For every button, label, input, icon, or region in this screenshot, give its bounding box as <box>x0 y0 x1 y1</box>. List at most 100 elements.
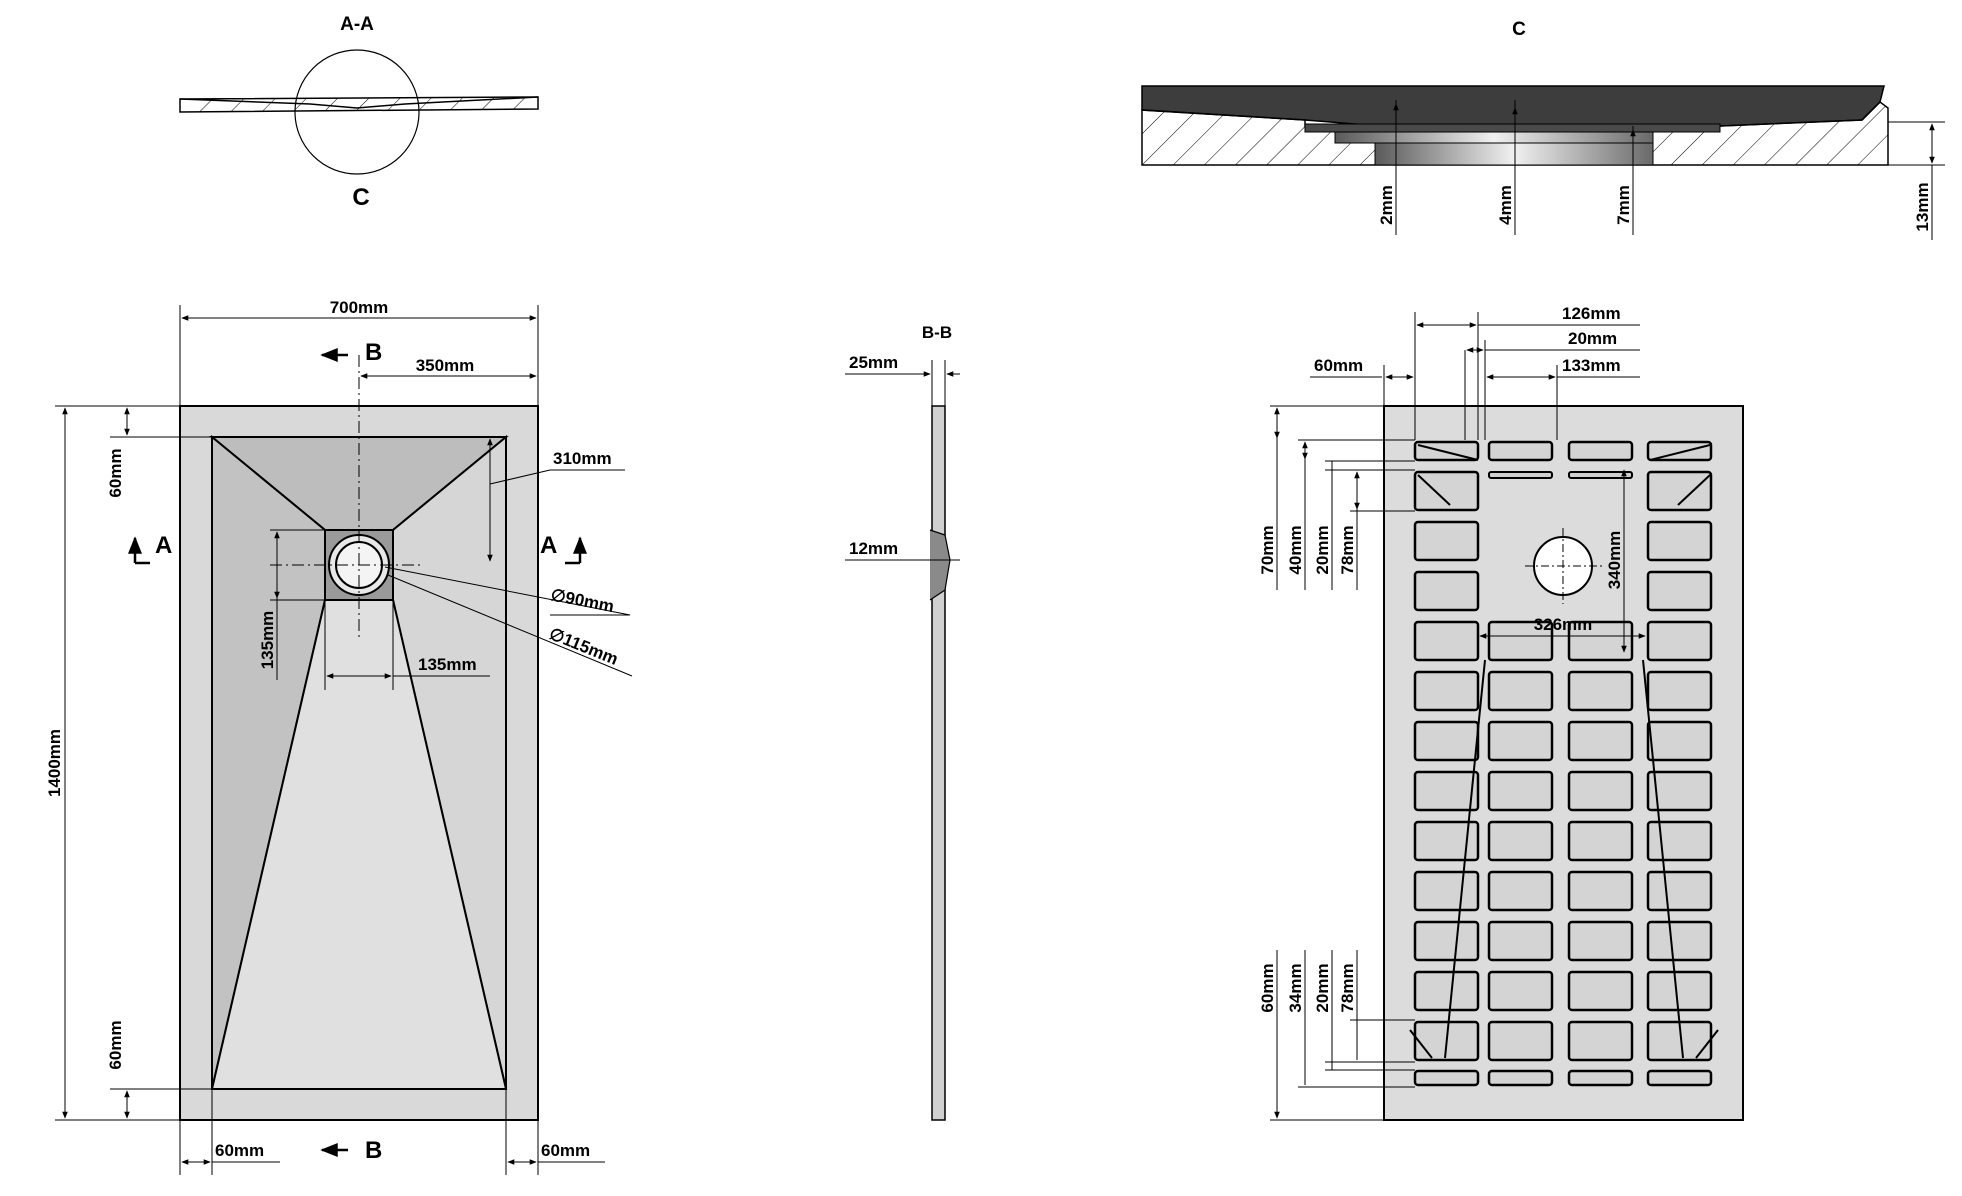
grid-cell <box>1413 870 1480 912</box>
grid-cell <box>1567 670 1634 712</box>
bottom-view: 126mm 20mm 133mm 60mm 70mm 40mm 20mm 78m… <box>1258 304 1744 1121</box>
grid-cell <box>1646 520 1713 562</box>
slope-line <box>1677 474 1711 506</box>
cut-b-bottom: B <box>365 1137 382 1164</box>
grid-cell <box>1487 770 1554 812</box>
dim-bottom-20: 20mm <box>1568 329 1617 348</box>
section-bb-drain <box>929 529 951 601</box>
dim-bottom-left-60: 60mm <box>1314 356 1363 375</box>
dim-upper-40: 40mm <box>1286 525 1305 574</box>
grid-cell <box>1413 470 1480 512</box>
grid-cell <box>1413 570 1480 612</box>
detail-c-title: C <box>1512 19 1526 40</box>
detail-c-callout-circle <box>294 49 420 175</box>
grid-cell <box>1487 1020 1554 1062</box>
grid-cell <box>1567 440 1634 462</box>
bottom-outline <box>1383 405 1744 1121</box>
dim-bb-thickness: 25mm <box>849 353 898 372</box>
section-bb-profile <box>931 405 946 1121</box>
grid-cell <box>1567 620 1634 662</box>
grid-cell <box>1487 870 1554 912</box>
section-bb-title: B-B <box>922 323 952 342</box>
grid-cell <box>1487 1069 1554 1087</box>
section-aa-title: A-A <box>340 14 374 35</box>
dim-c-13mm: 13mm <box>1913 182 1932 231</box>
dim-right-border: 60mm <box>541 1141 590 1160</box>
grid-cell <box>1567 920 1634 962</box>
dim-bottom-border: 60mm <box>106 1020 125 1069</box>
detail-c-drain-flange <box>1304 123 1721 133</box>
slope-line <box>1649 444 1711 461</box>
bottom-grid <box>1409 440 1719 1087</box>
grid-cell <box>1567 1020 1634 1062</box>
section-aa-profile <box>179 96 539 113</box>
grid-cell <box>1646 870 1713 912</box>
grid-cell <box>1487 970 1554 1012</box>
section-bb-view: B-B 25mm 12mm <box>845 323 960 1121</box>
dim-drain-box-w: 135mm <box>418 655 477 674</box>
grid-cell <box>1413 1069 1480 1087</box>
dim-lower-60: 60mm <box>1258 963 1277 1012</box>
grid-cell <box>1487 670 1554 712</box>
cut-a-right: A <box>540 532 557 559</box>
dim-c-2mm: 2mm <box>1377 185 1396 225</box>
grid-cell <box>1567 870 1634 912</box>
dim-lower-34: 34mm <box>1286 963 1305 1012</box>
grid-cell <box>1487 440 1554 462</box>
grid-cell <box>1567 1069 1634 1087</box>
grid-cell <box>1487 820 1554 862</box>
dim-left-border: 60mm <box>215 1141 264 1160</box>
grid-cell <box>1413 670 1480 712</box>
dim-drain-box-h: 135mm <box>258 611 277 670</box>
grid-rib <box>1568 471 1633 479</box>
dim-length: 1400mm <box>45 729 64 797</box>
grid-cell <box>1567 720 1634 762</box>
dim-upper-70: 70mm <box>1258 525 1277 574</box>
detail-c-drain-bottom <box>1374 142 1654 166</box>
grid-cell <box>1413 770 1480 812</box>
slope-line <box>1417 474 1451 506</box>
grid-cell <box>1567 820 1634 862</box>
dim-slope-depth: 310mm <box>553 449 612 468</box>
dim-lower-78: 78mm <box>1338 963 1357 1012</box>
grid-cell <box>1413 920 1480 962</box>
grid-cell <box>1413 720 1480 762</box>
dim-top-border: 60mm <box>106 448 125 497</box>
cut-a-left: A <box>155 532 172 559</box>
section-aa-top-slope <box>179 96 539 109</box>
grid-cell <box>1413 820 1480 862</box>
dim-drain-340: 340mm <box>1605 531 1624 590</box>
dim-drain-outer: ∅115mm <box>547 624 621 669</box>
grid-cell <box>1487 620 1554 662</box>
grid-cell <box>1646 570 1713 612</box>
grid-cell <box>1487 920 1554 962</box>
dim-bottom-126: 126mm <box>1562 304 1621 323</box>
slope-line <box>1642 659 1684 1059</box>
dim-lower-20: 20mm <box>1313 963 1332 1012</box>
dim-upper-78: 78mm <box>1338 525 1357 574</box>
grid-cell <box>1646 620 1713 662</box>
section-aa-view: A-A C <box>179 14 539 211</box>
top-view: 700mm 350mm B B A A 1400mm 60mm 60mm <box>45 298 633 1175</box>
slope-line <box>1417 444 1479 461</box>
grid-cell <box>1646 470 1713 512</box>
detail-c-drain-body <box>1334 131 1654 144</box>
slope-line <box>1409 1029 1433 1059</box>
grid-cell <box>1413 520 1480 562</box>
grid-cell <box>1567 970 1634 1012</box>
dim-c-4mm: 4mm <box>1496 185 1515 225</box>
grid-cell <box>1646 770 1713 812</box>
dim-width: 700mm <box>330 298 389 317</box>
grid-cell <box>1487 720 1554 762</box>
grid-cell <box>1567 770 1634 812</box>
dim-upper-20: 20mm <box>1313 525 1332 574</box>
detail-c-marker: C <box>352 184 369 211</box>
grid-cell <box>1646 1069 1713 1087</box>
dim-drain-326: 326mm <box>1534 615 1593 634</box>
dim-bottom-133: 133mm <box>1562 356 1621 375</box>
slope-line <box>1444 659 1486 1059</box>
grid-cell <box>1646 820 1713 862</box>
dim-half-width: 350mm <box>416 356 475 375</box>
grid-cell <box>1646 920 1713 962</box>
